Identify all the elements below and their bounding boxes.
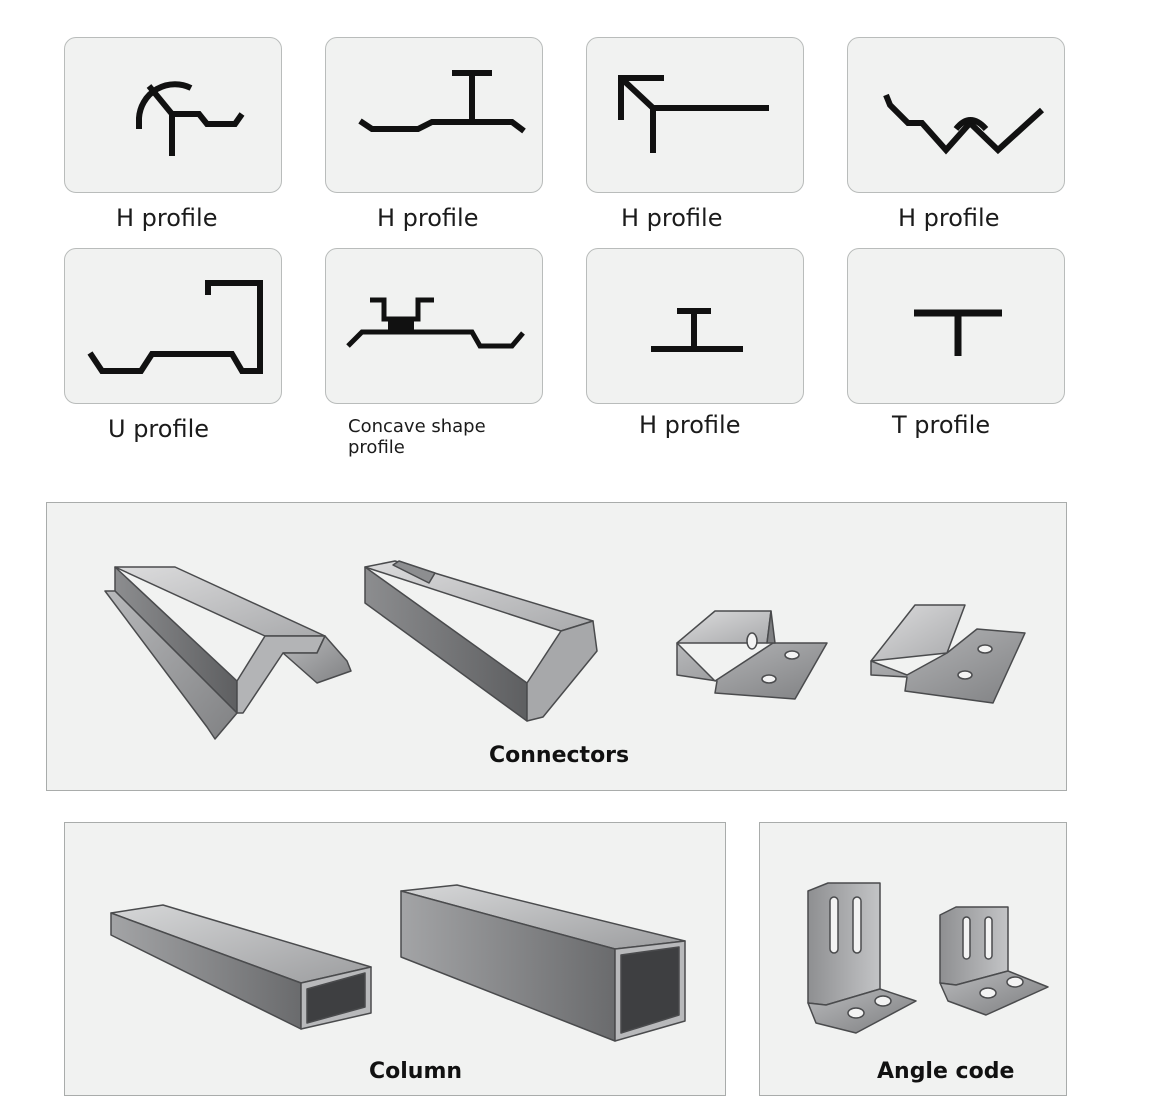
profile-tile-3 <box>586 37 804 193</box>
profile-tile-1 <box>64 37 282 193</box>
arrow-corner-profile-icon <box>618 75 769 153</box>
angle-code-label: Angle code <box>877 1059 1015 1084</box>
profile-caption-7: H profile <box>639 411 741 439</box>
profile-tile-8 <box>847 248 1065 404</box>
profile-tile-6 <box>325 248 543 404</box>
profile-caption-5: U profile <box>108 415 210 443</box>
profile-caption-8: T profile <box>892 411 991 439</box>
column-rect-tube <box>110 904 372 1030</box>
profile-caption-4: H profile <box>898 204 1000 232</box>
column-panel: Column <box>64 822 726 1096</box>
profile-tile-7 <box>586 248 804 404</box>
angle-bracket-large <box>807 882 917 1034</box>
angle-code-panel: Angle code <box>759 822 1067 1096</box>
connector-rail-track <box>364 560 598 722</box>
profile-caption-3: H profile <box>621 204 723 232</box>
column-label: Column <box>369 1059 463 1084</box>
profile-tile-5 <box>64 248 282 404</box>
profile-caption-6: Concave shape profile <box>348 416 486 458</box>
corner-arc-profile-icon <box>136 81 245 156</box>
u-profile-icon <box>87 280 263 374</box>
connector-plate-left <box>676 610 828 700</box>
profile-caption-2: H profile <box>377 204 479 232</box>
connectors-panel: Connectors <box>46 502 1067 791</box>
valley-profile-icon <box>883 93 1045 155</box>
small-h-profile-icon <box>651 308 743 352</box>
column-square-tube <box>400 884 686 1042</box>
profile-tile-4 <box>847 37 1065 193</box>
connector-rail-channel <box>104 566 352 740</box>
connector-plate-right <box>870 604 1026 704</box>
profile-caption-1: H profile <box>116 204 218 232</box>
connectors-label: Connectors <box>489 743 630 768</box>
h-top-profile-icon <box>358 70 526 134</box>
concave-profile-icon <box>346 297 525 349</box>
t-profile-icon <box>914 309 1002 356</box>
profile-tile-2 <box>325 37 543 193</box>
angle-bracket-small <box>939 906 1049 1016</box>
